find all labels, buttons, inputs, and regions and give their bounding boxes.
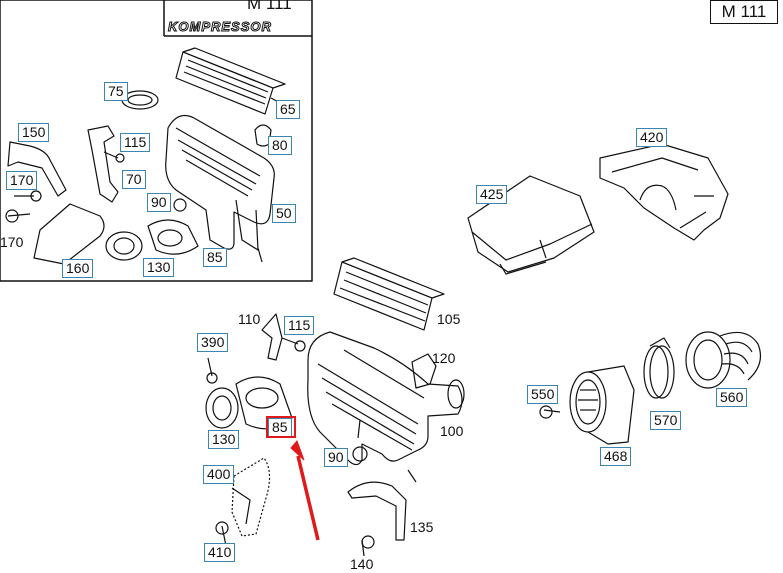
part-label-75[interactable]: 75	[104, 82, 128, 101]
callout-arrow	[290, 440, 320, 541]
part-label-400[interactable]: 400	[203, 465, 235, 484]
air-filter-housing-inset	[165, 115, 275, 263]
part-label-468[interactable]: 468	[600, 447, 632, 466]
engine-model-label: M 111	[710, 0, 778, 24]
part-label-170[interactable]: 170	[6, 171, 38, 190]
engine-cover-420	[599, 143, 729, 241]
part-label-90-main[interactable]: 90	[324, 448, 348, 467]
part-label-110[interactable]: 110	[238, 311, 261, 327]
part-label-85[interactable]: 85	[203, 248, 227, 267]
part-label-105[interactable]: 105	[437, 311, 461, 327]
inset-frame	[0, 0, 313, 282]
part-label-80[interactable]: 80	[268, 136, 292, 155]
intake-hose-560	[685, 331, 761, 389]
part-label-150[interactable]: 150	[18, 123, 50, 142]
part-label-115[interactable]: 115	[120, 133, 151, 152]
part-label-550[interactable]: 550	[527, 385, 559, 404]
air-mass-sensor-468	[569, 365, 635, 445]
part-label-160[interactable]: 160	[62, 259, 94, 278]
air-filter-housing-100	[307, 331, 465, 483]
part-label-85-main[interactable]: 85	[268, 418, 292, 437]
part-label-65[interactable]: 65	[276, 100, 300, 119]
part-label-70[interactable]: 70	[122, 170, 146, 189]
part-label-115-main[interactable]: 115	[284, 316, 315, 335]
part-label-130[interactable]: 130	[143, 258, 175, 277]
part-label-120[interactable]: 120	[432, 350, 456, 366]
part-label-390[interactable]: 390	[197, 333, 229, 352]
part-label-90[interactable]: 90	[147, 193, 171, 212]
part-label-130-main[interactable]: 130	[208, 430, 240, 449]
part-label-560[interactable]: 560	[716, 388, 748, 407]
part-label-170-b[interactable]: 170	[0, 234, 24, 250]
part-label-50[interactable]: 50	[272, 204, 296, 223]
part-label-570[interactable]: 570	[650, 411, 682, 430]
inset-subtitle: KOMPRESSOR	[168, 19, 272, 35]
highlight-box	[266, 416, 296, 438]
part-label-420[interactable]: 420	[636, 128, 668, 147]
part-label-410[interactable]: 410	[204, 543, 236, 562]
part-label-135[interactable]: 135	[410, 519, 434, 535]
air-filter-element-inset	[175, 47, 286, 115]
inset-title: M 111	[247, 0, 292, 13]
part-label-100[interactable]: 100	[440, 423, 464, 439]
part-label-425[interactable]: 425	[476, 185, 508, 204]
part-label-140[interactable]: 140	[350, 556, 374, 572]
air-filter-element-105	[333, 257, 445, 331]
